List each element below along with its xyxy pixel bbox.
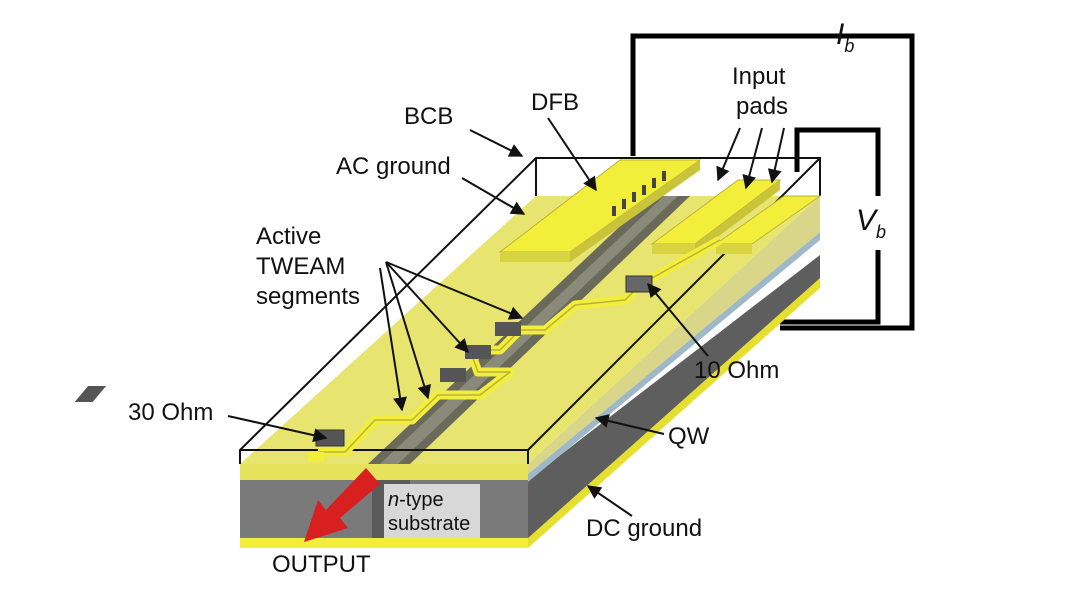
input-pads (650, 179, 822, 254)
substrate-label-box (384, 484, 480, 538)
label-active-line1: Active (256, 223, 321, 250)
right-side-face (528, 255, 820, 540)
label-dc-ground: DC ground (586, 515, 702, 542)
label-30-ohm: 30 Ohm (128, 399, 213, 426)
label-substrate-line2: substrate (388, 513, 470, 535)
label-input-pads-line1: Input (732, 63, 786, 90)
label-bias-current: Ib (836, 18, 854, 56)
label-output: OUTPUT (272, 551, 371, 578)
label-10-ohm: 10 Ohm (694, 357, 779, 384)
transmission-line (74, 236, 723, 462)
top-side-strip (528, 196, 820, 474)
dc-ground-plate-side (528, 278, 820, 548)
termination-30-ohm (315, 429, 345, 447)
label-active-line2: TWEAM (256, 253, 345, 280)
label-qw: QW (668, 423, 710, 450)
label-dfb: DFB (531, 89, 579, 116)
label-substrate-line1: n-type (388, 489, 444, 511)
dc-ground-plate (240, 538, 528, 548)
bias-current-loop (630, 33, 915, 331)
front-top-strip (240, 464, 528, 480)
label-input-pads-line2: pads (736, 93, 788, 120)
active-segment (440, 368, 466, 382)
leader-lines (227, 117, 785, 517)
label-bias-voltage: Vb (856, 204, 886, 242)
label-ac-ground: AC ground (336, 153, 451, 180)
dfb-grating (612, 171, 666, 216)
dfb-section (498, 159, 702, 262)
active-segment (465, 345, 491, 359)
label-bcb: BCB (404, 103, 453, 130)
bias-voltage-loop (780, 127, 881, 325)
active-segment (74, 386, 107, 402)
output-arrow (304, 468, 380, 542)
active-segment (495, 322, 521, 336)
label-active-line3: segments (256, 283, 360, 310)
